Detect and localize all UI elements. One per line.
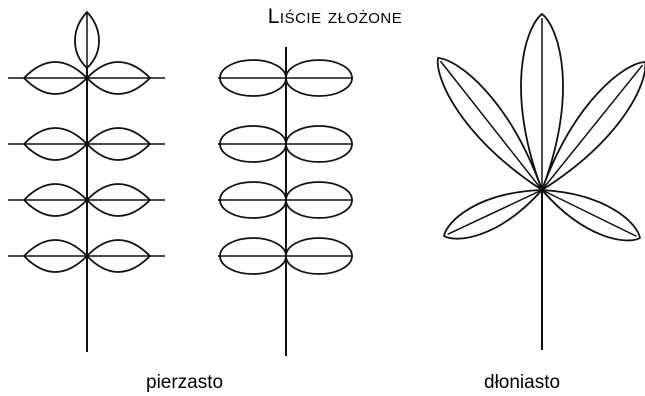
palmate-leaflet-vein-4: [447, 189, 543, 235]
pinnate-leaf-pointed: [8, 11, 165, 352]
palmate-leaflet-vein-5: [541, 189, 637, 237]
palmate-caption: dłoniasto: [484, 372, 561, 393]
palmate-leaflet-vein-3: [541, 64, 644, 191]
palmate-leaf: [436, 13, 645, 350]
pinnate-caption: pierzasto: [146, 372, 224, 393]
palmate-leaflet-vein-2: [439, 60, 543, 191]
diagram-title: Liście złożone: [267, 5, 403, 28]
pinnate-leaf-oval: [218, 47, 353, 356]
